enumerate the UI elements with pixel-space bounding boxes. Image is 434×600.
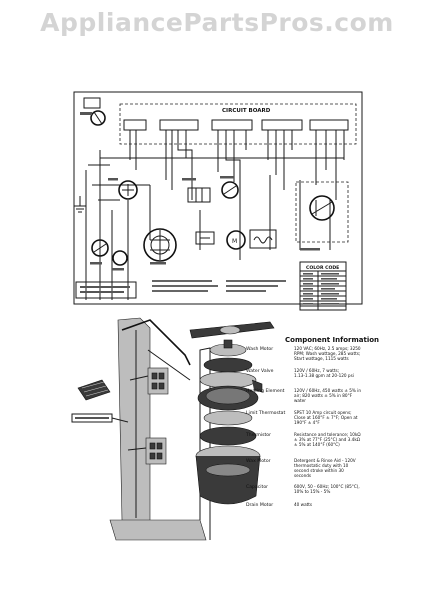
component-spec: 600V, 50 - 60Hz; 100°C (85°C),10% to 15%… [294,484,360,494]
circuit-board-title: CIRCUIT BOARD [222,108,271,114]
svg-text:M: M [232,238,237,245]
schematic: CIRCUIT BOARD [73,91,363,311]
color-code-table: COLOR CODE [299,261,347,311]
door-switch-top [83,97,106,126]
capacitor [187,187,211,203]
component-spec: Resistance and tolerance; 10kΩ± 3% at 77… [294,432,361,447]
switch-block-top [147,367,169,395]
float-switch [221,181,239,199]
heater [249,229,277,249]
component-name: Thermistor [245,432,271,438]
ground-symbol [74,196,86,213]
note-box-left [75,281,137,299]
component-name: Heating Element [246,388,285,394]
note-text [152,280,286,292]
color-code-title: COLOR CODE [306,265,339,271]
component-spec: 40 watts [294,502,312,507]
schematic-frame [73,91,363,305]
component-name: Wax Motor [246,458,271,464]
component-spec: SPST 10 Amp circuit opens;Close at 160°F… [294,410,358,425]
component-name: Limit Thermostat [246,410,285,416]
component-name: Water Valve [246,368,274,374]
spray-arm [189,321,275,339]
component-spec: 120V / 60Hz, 7 watts;1.13-1.38 gpm at 20… [294,368,354,378]
label-tags [80,112,320,271]
component-name: Wash Motor [246,346,273,352]
left-module [77,379,111,401]
component-info: Component Information Wash Motor 120 VAC;… [245,336,379,508]
board-pins [123,119,349,131]
drain-motor: M [226,230,246,250]
watermark-logo: AppliancePartsPros.com [40,8,394,37]
wash-motor [143,228,177,262]
door-bracket [109,317,211,541]
circuit-board-box [119,103,357,145]
door-switch-bottom [91,239,109,257]
vent-component [112,250,128,266]
switch-block-bottom [145,437,167,465]
callout-label [71,413,129,423]
wax-motor [195,231,215,245]
parts-illustration [71,317,275,541]
component-name: Drain Motor [246,502,273,508]
thermostat [118,180,138,200]
pump-stack [195,339,263,505]
component-info-title: Component Information [285,336,379,344]
component-name: Capacitor [246,484,268,490]
right-switch-box [295,181,349,243]
